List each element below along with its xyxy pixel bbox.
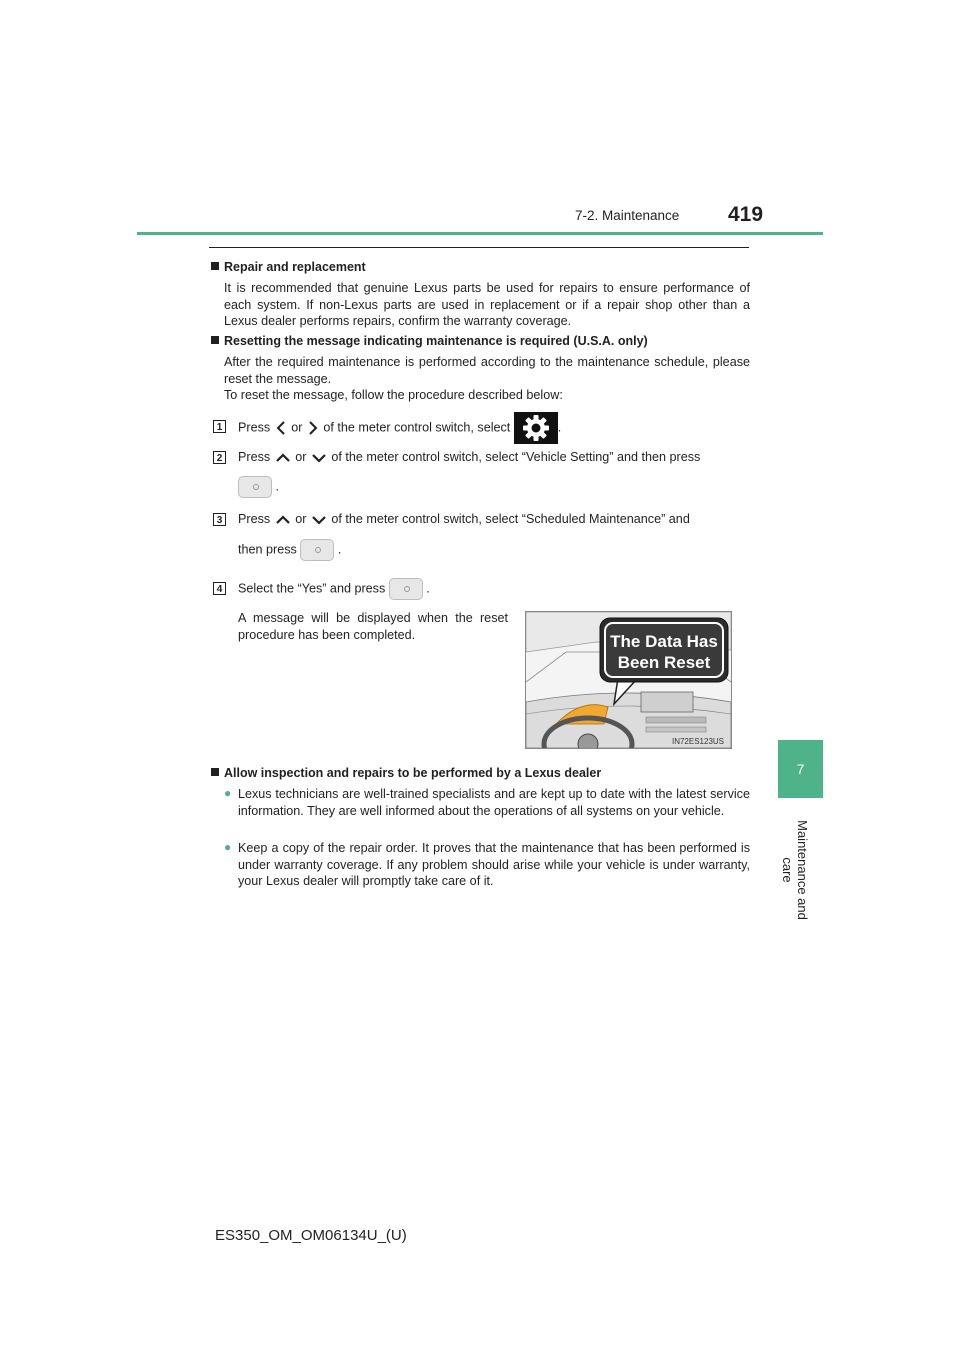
chevron-up-icon	[275, 515, 290, 524]
gear-icon	[513, 412, 558, 444]
chevron-down-icon	[312, 453, 326, 463]
repair-heading: Repair and replacement	[211, 260, 366, 274]
section-title: 7-2. Maintenance	[575, 208, 680, 223]
completion-note: A message will be displayed when the res…	[238, 611, 508, 642]
chevron-right-icon	[309, 421, 318, 435]
chapter-tab: 7	[778, 740, 823, 798]
step-number: 3	[213, 513, 226, 526]
ok-button-icon	[388, 578, 423, 600]
square-bullet-icon	[211, 336, 219, 344]
dot-bullet-icon: ●	[224, 840, 232, 854]
bubble-line-1: The Data Has	[610, 632, 718, 651]
inspection-bullet-2: Keep a copy of the repair order. It prov…	[238, 841, 750, 888]
chevron-up-icon	[275, 453, 290, 462]
inspection-heading: Allow inspection and repairs to be perfo…	[211, 766, 601, 780]
document-code: ES350_OM_OM06134U_(U)	[215, 1227, 407, 1244]
step-number: 1	[213, 420, 226, 433]
content-rule	[209, 247, 749, 248]
chevron-left-icon	[276, 421, 285, 435]
chapter-label: Maintenance and care	[780, 820, 810, 920]
chevron-down-icon	[312, 515, 326, 525]
ok-button-icon	[238, 476, 272, 498]
reset-intro: After the required maintenance is perfor…	[224, 355, 750, 402]
ok-button-icon	[300, 539, 335, 561]
step-number: 4	[213, 582, 226, 595]
square-bullet-icon	[211, 262, 219, 270]
dashboard-illustration: The Data Has Been Reset IN72ES123US	[525, 611, 732, 749]
step-3: Press or of the meter control switch, se…	[238, 511, 750, 561]
step-number: 2	[213, 451, 226, 464]
reset-heading: Resetting the message indicating mainten…	[211, 334, 648, 348]
page-number: 419	[728, 203, 764, 226]
bubble-line-2: Been Reset	[618, 653, 711, 672]
illustration-code: IN72ES123US	[672, 737, 724, 746]
step-1: Press or of the meter control switch, se…	[238, 412, 750, 444]
inspection-bullet-1: Lexus technicians are well-trained speci…	[238, 787, 750, 818]
dot-bullet-icon: ●	[224, 786, 232, 800]
step-2: Press or of the meter control switch, se…	[238, 449, 750, 498]
square-bullet-icon	[211, 768, 219, 776]
step-4: Select the “Yes” and press .	[238, 578, 750, 600]
repair-text: It is recommended that genuine Lexus par…	[224, 281, 750, 328]
header-rule	[137, 232, 823, 235]
